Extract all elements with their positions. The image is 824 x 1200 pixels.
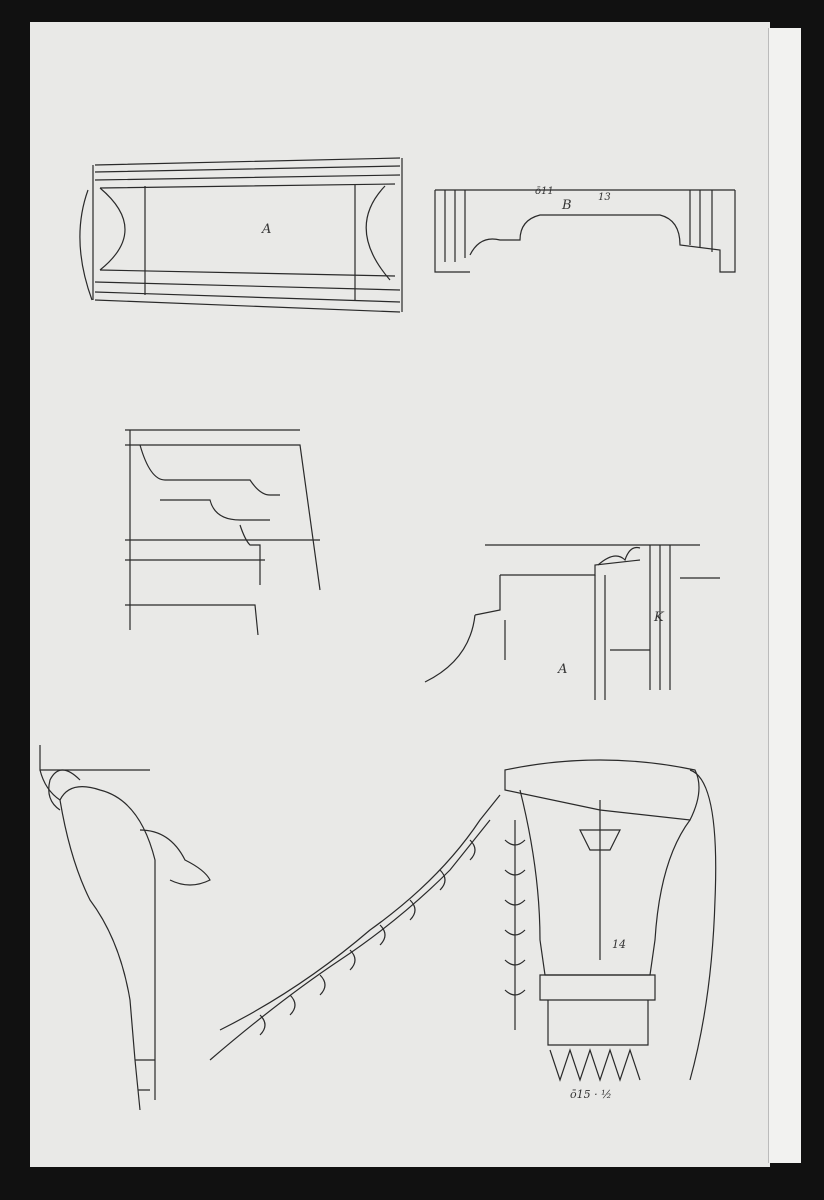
paper-edge [768, 28, 801, 1163]
bracket-ornament-sketch [39, 745, 211, 1111]
dimension-15: ō15 · ½ [570, 1088, 612, 1101]
label-a-top: A [262, 222, 272, 237]
dimension-14: 14 [612, 938, 626, 951]
column-elevation-sketch [79, 157, 403, 313]
label-k: K [654, 610, 664, 625]
dimension-13: 13 [598, 192, 611, 203]
label-b: B [562, 198, 572, 213]
profile-b-sketch [434, 189, 736, 273]
dimension-11: ō11 [535, 186, 554, 197]
vase-capital-sketch [504, 759, 717, 1082]
label-a-middle: A [558, 662, 568, 677]
profile-a-sketch [424, 544, 720, 700]
cornice-profile-sketch [125, 429, 321, 636]
garland-sketch [209, 794, 501, 1061]
paper-sheet [30, 22, 770, 1167]
